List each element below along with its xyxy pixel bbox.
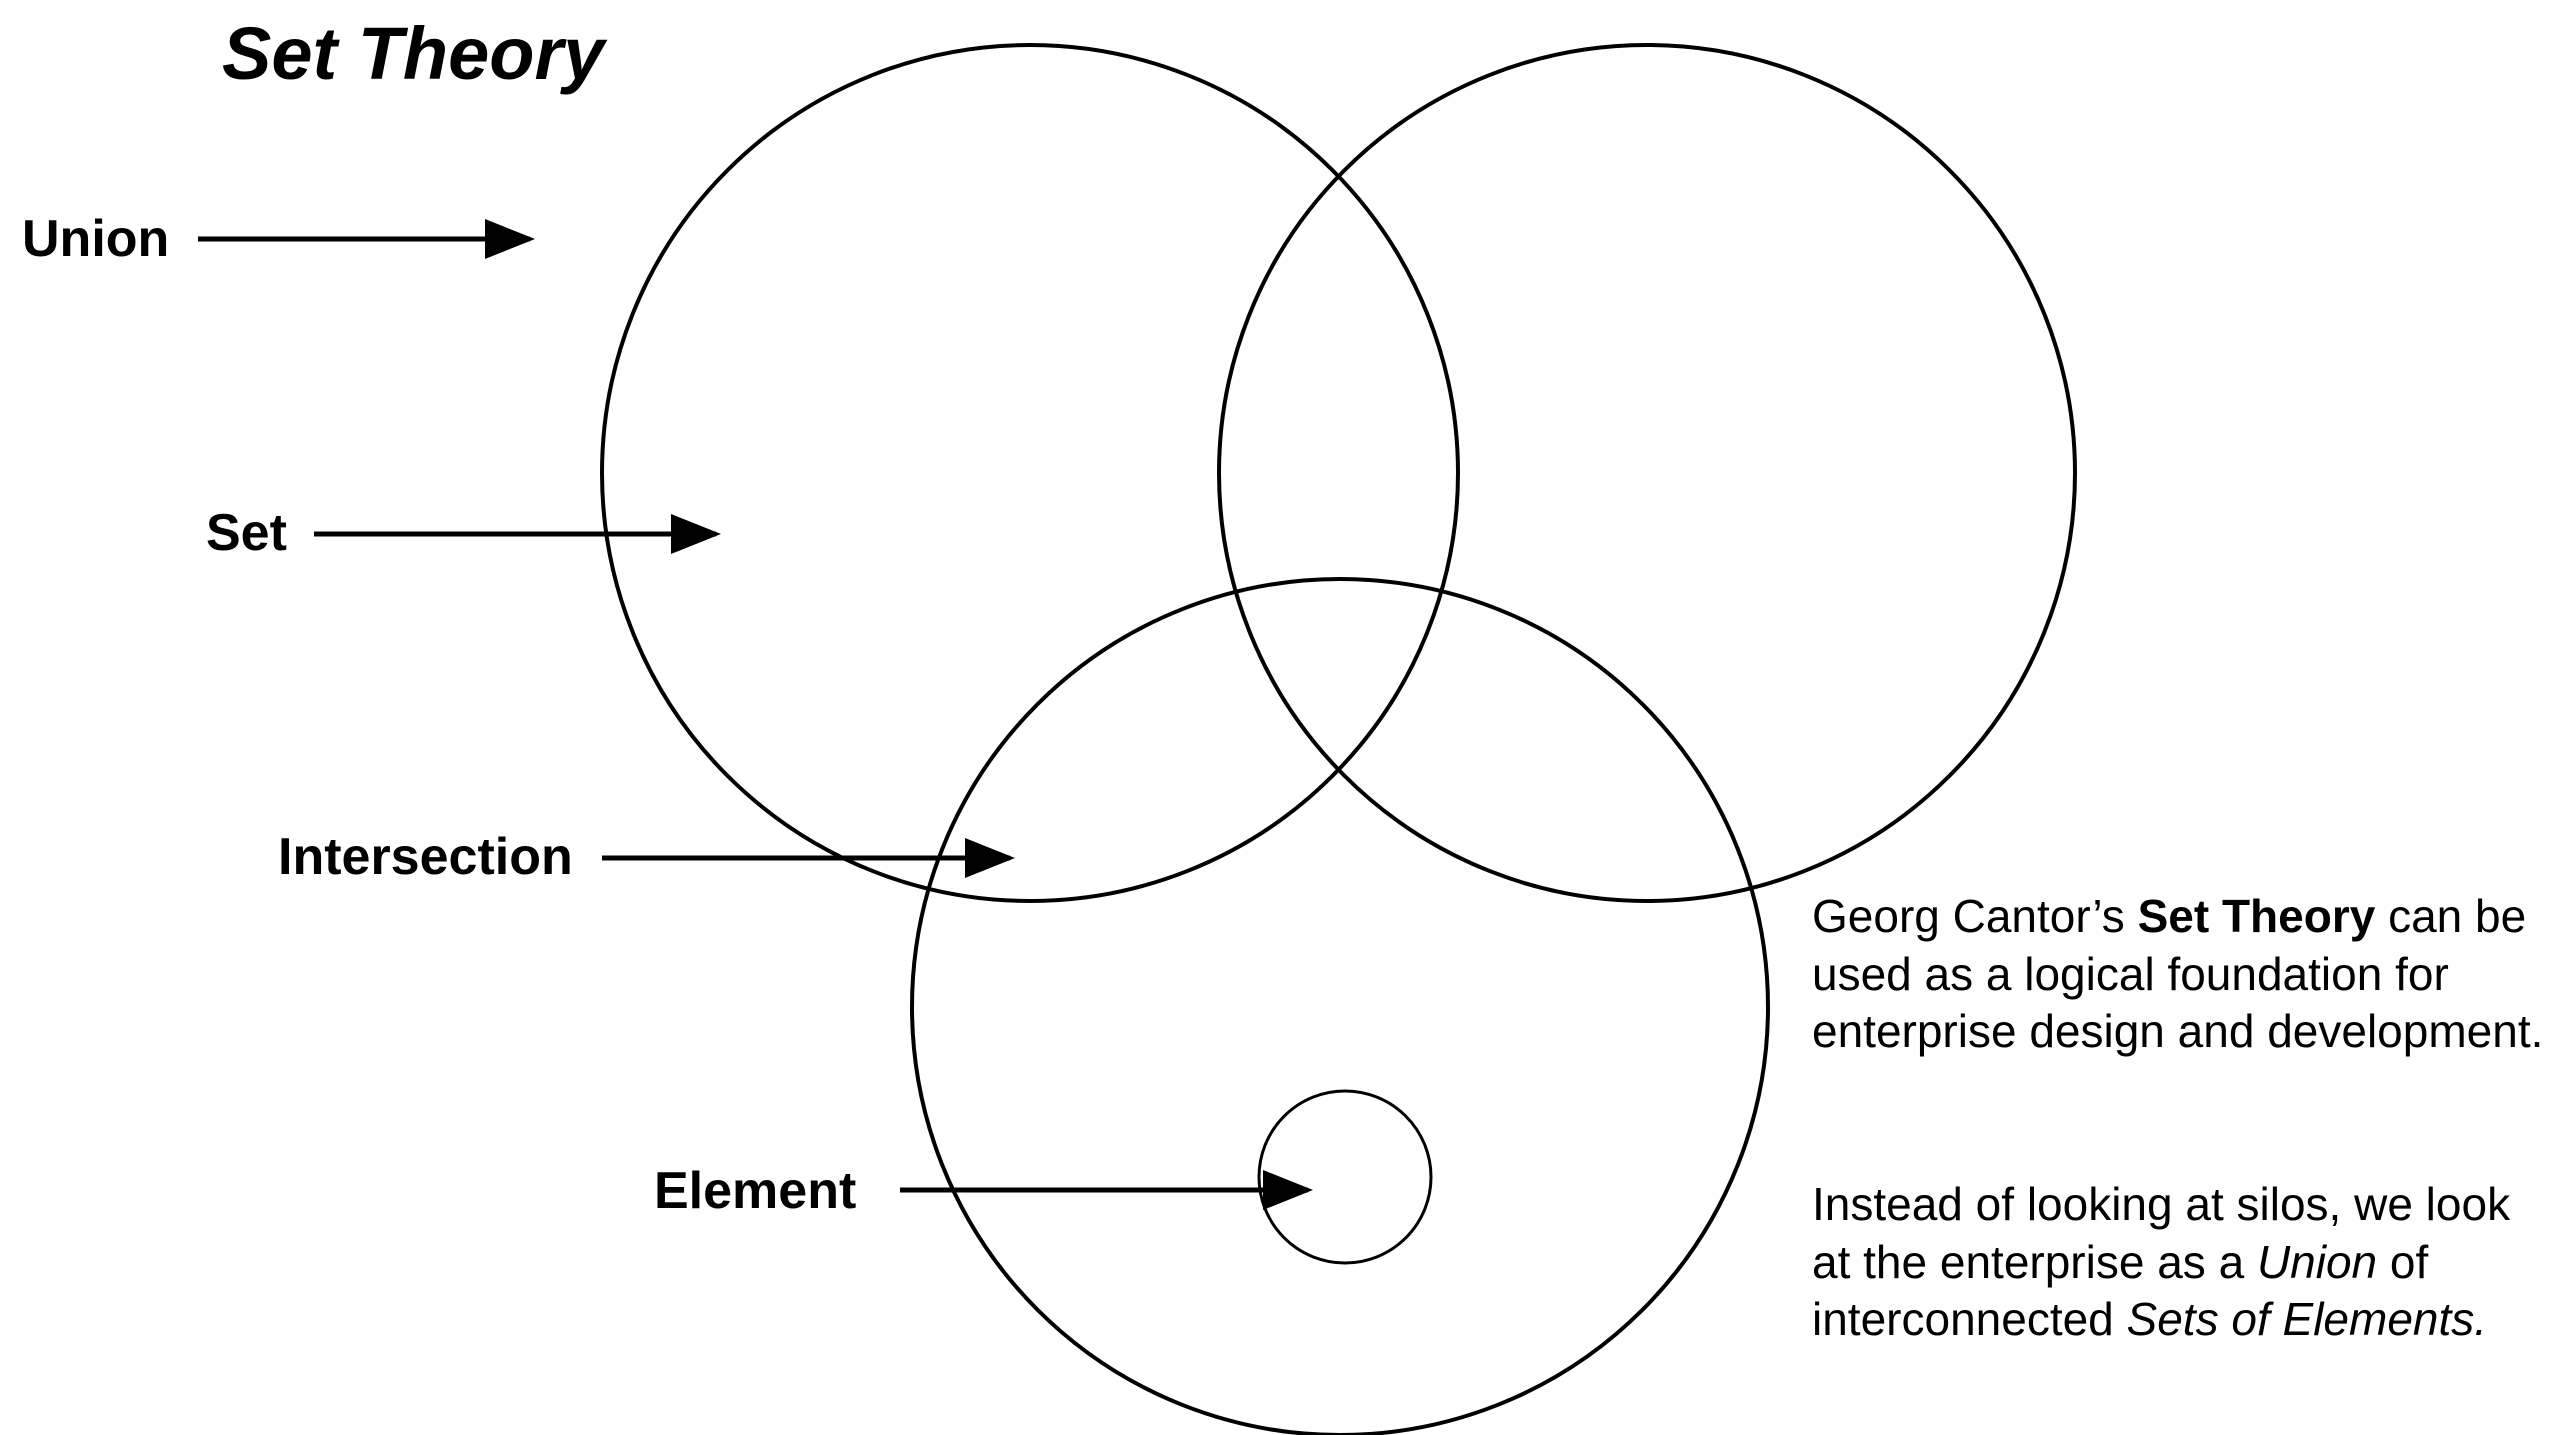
desc-2-text-a: Instead of looking at silos, we look at … <box>1812 1178 2511 1288</box>
element-label: Element <box>654 1162 857 1220</box>
description-paragraph-2: Instead of looking at silos, we look at … <box>1812 1176 2552 1349</box>
set-label: Set <box>206 504 287 562</box>
set-circle-right <box>1217 43 2077 903</box>
set-circle-bottom <box>910 577 1770 1435</box>
desc-1-text-b: Set Theory <box>2137 890 2376 942</box>
union-label: Union <box>22 210 170 268</box>
desc-2-text-b: Union <box>2256 1235 2378 1288</box>
desc-2-text-c: of interconnected <box>1812 1235 2429 1346</box>
desc-2-text-d: Sets of Elements. <box>2126 1293 2488 1345</box>
diagram-title: Set Theory <box>222 12 605 95</box>
set-circle-left <box>600 43 1460 903</box>
description-paragraph-1: Georg Cantor’s Set Theory can be used as… <box>1812 888 2552 1061</box>
desc-1-text-a: Georg Cantor’s <box>1812 890 2138 942</box>
intersection-label: Intersection <box>278 828 573 886</box>
desc-1-text-c: can be used as a logical foundation for … <box>1812 890 2544 1057</box>
element-circle <box>1257 1089 1433 1265</box>
